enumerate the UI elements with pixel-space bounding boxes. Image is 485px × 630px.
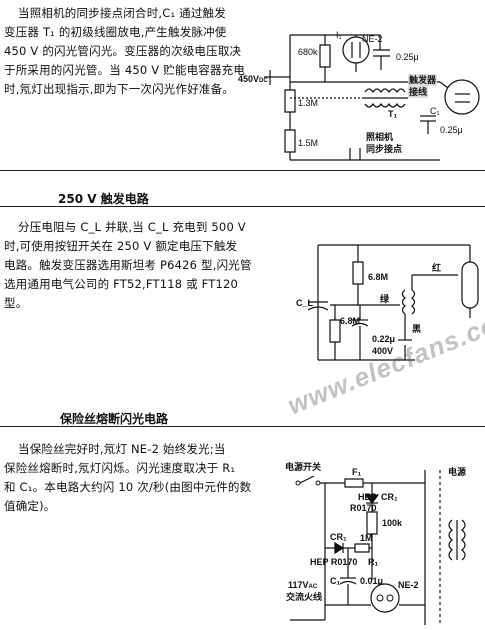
label-hep-top: HEP [358, 492, 377, 502]
label-1-3m: 1.3M [298, 98, 319, 108]
paragraph-line: 值确定)。 [4, 499, 56, 513]
label-450v: 450VDC [238, 74, 268, 84]
divider [0, 206, 485, 207]
label-cap-top: 0.25μ [396, 52, 419, 62]
divider [0, 170, 485, 171]
label-black: 黑 [412, 324, 422, 334]
divider [0, 426, 485, 427]
label-cap-bottom: 0.25μ [440, 125, 463, 135]
label-trigger: 触发器 [408, 74, 438, 86]
paragraph-line: 型。 [4, 296, 28, 310]
label-cr1-left: CR₁ [330, 532, 347, 542]
label-camera: 照相机 [366, 132, 394, 142]
label-6-8m-top: 6.8M [368, 272, 389, 282]
paragraph-line: 当保险丝完好时,氖灯 NE-2 始终发光;当 [18, 442, 226, 456]
label-sync: 同步接点 [366, 144, 403, 154]
label-ne2: NE-2 [398, 580, 419, 590]
label-400v: 400V [372, 346, 394, 356]
label-6-8m-bottom: 6.8M [340, 316, 361, 326]
paragraph-line: 保险丝熔断时,氖灯闪烁。闪光速度取决于 R₁ [4, 461, 236, 475]
label-ne2: NE-2 [362, 34, 383, 44]
label-100k: 100k [382, 518, 403, 528]
paragraph-line: 当照相机的同步接点闭合时,C₁ 通过触发 [18, 6, 226, 20]
label-power: 电源 [448, 467, 467, 477]
label-i1: I₁ [336, 30, 342, 40]
label-1m: 1M [360, 533, 373, 543]
label-t1: T₁ [388, 109, 398, 119]
paragraph-line: 于所采用的闪光管。当 450 V 贮能电容器充电 [4, 63, 246, 77]
label-f1: F₁ [352, 467, 362, 477]
label-680k: 680k [298, 47, 318, 57]
label-r1: R₁ [368, 557, 379, 567]
paragraph-line: 变压器 T₁ 的初级线圈放电,产生触发脉冲使 [4, 25, 227, 39]
label-power-switch: 电源开关 [285, 462, 322, 472]
paragraph-line: 450 V 的闪光管闪光。变压器的次级电压取决 [4, 44, 242, 58]
paragraph-line: 时,可使用按钮开关在 250 V 额定电压下触发 [4, 239, 238, 253]
label-r0170-top: R0170 [350, 503, 377, 513]
paragraph-line: 分压电阻与 C_L 并联,当 C_L 充电到 500 V [18, 220, 246, 234]
paragraph-line: 电路。触发变压器选用斯坦考 P6426 型,闪光管 [4, 258, 252, 272]
label-trigger-2: 接线 [408, 86, 429, 98]
circuit-diagram-1 [264, 34, 480, 161]
label-001u: 0.01μ [360, 576, 384, 586]
paragraph-line: 和 C₁。本电路大约闪 10 次/秒(由图中元件的数 [4, 480, 252, 494]
label-c1: C₁ [330, 576, 341, 586]
section-3-heading: 保险丝熔断闪光电路 [60, 412, 169, 426]
paragraph-line: 选用通用电气公司的 FT52,FT118 或 FT120 [4, 277, 239, 291]
label-c1: C₁ [430, 106, 440, 116]
label-hep-left: HEP R0170 [310, 557, 358, 567]
label-mains: 交流火线 [286, 592, 323, 602]
label-red: 红 [432, 263, 442, 273]
circuit-diagram-2 [307, 244, 479, 361]
label-1-5m: 1.5M [298, 138, 319, 148]
paragraph-line: 时,氖灯出现指示,即为下一次闪光作好准备。 [4, 82, 235, 96]
section-2-heading: 250 V 触发电路 [58, 192, 149, 206]
label-117v: 117VAC [288, 580, 318, 590]
label-green: 绿 [380, 294, 390, 304]
label-cap-022: 0.22μ [372, 334, 396, 344]
label-cr1-top: CR₁ [381, 492, 398, 502]
label-cl: C_L [296, 298, 314, 308]
